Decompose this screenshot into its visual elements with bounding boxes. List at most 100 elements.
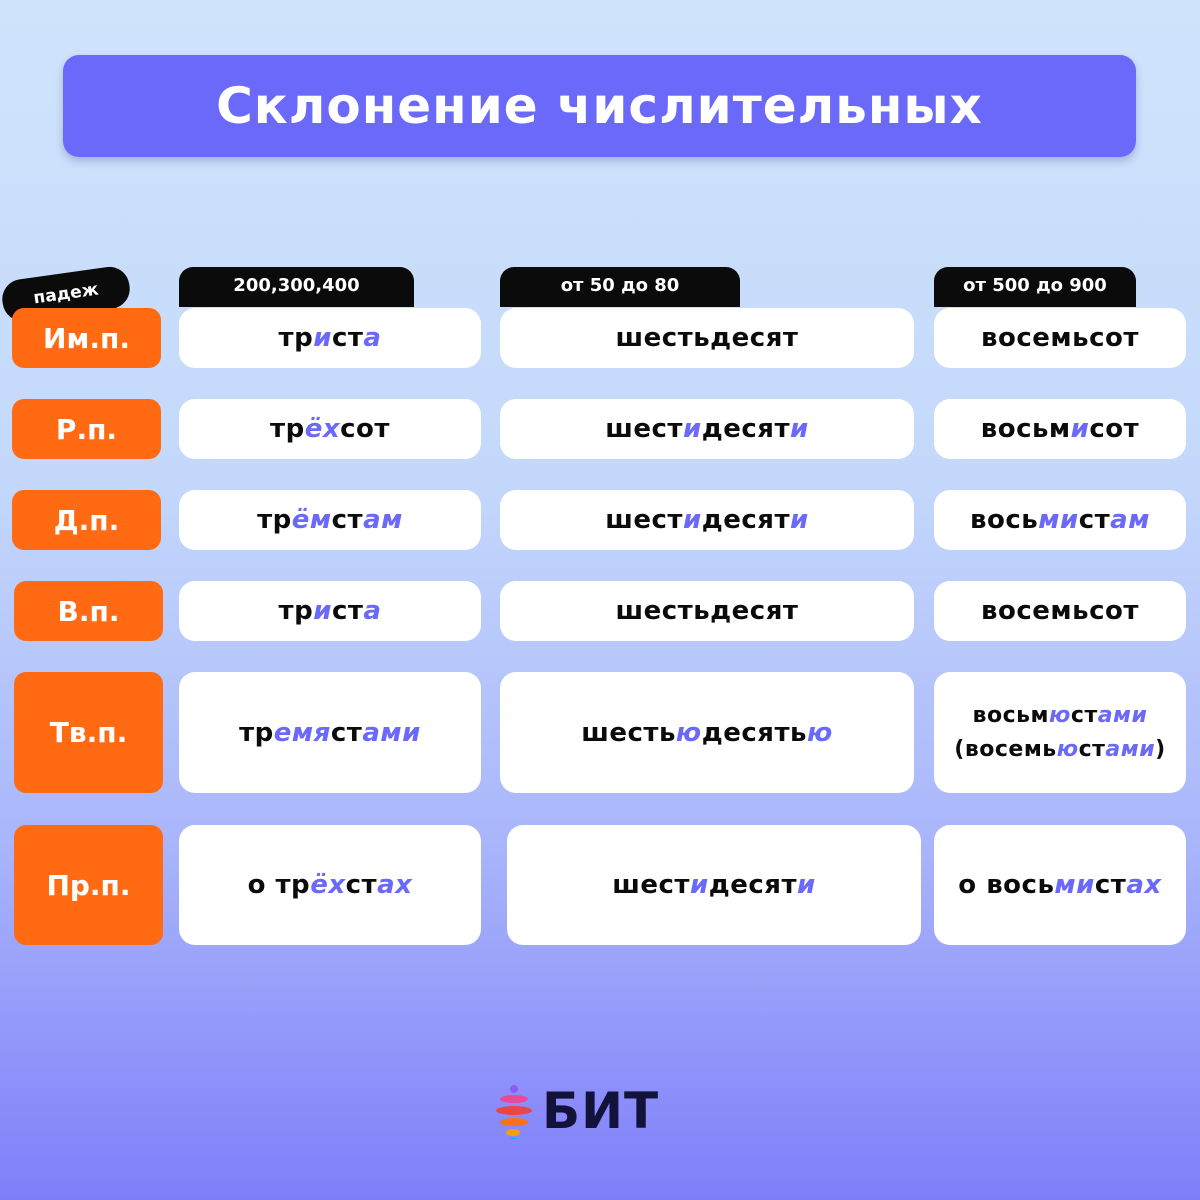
word-ending-highlight: ём <box>291 505 332 535</box>
table-cell: восемьсот <box>934 581 1186 641</box>
column-header-50-80: от 50 до 80 <box>500 267 740 307</box>
case-label: Д.п. <box>12 490 161 550</box>
word-stem: ст <box>331 596 364 626</box>
word-stem: ст <box>1094 870 1127 900</box>
word-ending-highlight: ю <box>806 717 833 748</box>
table-cell: восемьсот <box>934 308 1186 368</box>
column-header-500-900: от 500 до 900 <box>934 267 1136 307</box>
bit-logo: БИТ <box>496 1082 659 1140</box>
word-ending-highlight: и <box>313 596 332 626</box>
word-stem: десят <box>708 870 798 900</box>
case-label: Им.п. <box>12 308 161 368</box>
word-stem: шест <box>605 414 683 444</box>
word-ending-highlight: и <box>790 414 809 444</box>
case-label: Пр.п. <box>14 825 163 945</box>
cell-line: (восемьюстами) <box>954 733 1165 767</box>
word-stem: тр <box>257 505 292 535</box>
logo-dot <box>510 1085 518 1093</box>
word-stem: о вось <box>958 870 1055 900</box>
word-ending-highlight: и <box>682 414 702 444</box>
word-stem: тр <box>239 717 274 748</box>
word-ending-highlight: и <box>689 870 709 900</box>
table-cell: восьмюстами (восемьюстами) <box>934 672 1186 793</box>
word-ending-highlight: ами <box>362 717 421 748</box>
word-stem: ст <box>331 323 364 353</box>
word-ending-highlight: ами <box>1097 702 1148 728</box>
word-ending-highlight: ам <box>1110 505 1150 535</box>
cell-line: восьмюстами <box>973 699 1148 733</box>
word-ending-highlight: емя <box>273 717 331 748</box>
word-ending-highlight: ёх <box>304 414 341 444</box>
table-cell: шестьдесят <box>500 581 914 641</box>
word-stem: ст <box>331 505 364 535</box>
word-ending-highlight: ю <box>675 717 702 748</box>
word-ending-highlight: ам <box>363 505 403 535</box>
word-stem: шест <box>605 505 683 535</box>
word-stem: шестьдесят <box>615 323 799 353</box>
case-label: Р.п. <box>12 399 161 459</box>
word-stem: десять <box>701 717 807 748</box>
word-stem: ст <box>1070 702 1098 728</box>
word-stem: шест <box>612 870 690 900</box>
case-label: В.п. <box>14 581 163 641</box>
word-ending-highlight: и <box>797 870 816 900</box>
logo-dot <box>500 1095 528 1103</box>
word-ending-highlight: ми <box>1054 870 1095 900</box>
logo-dot <box>500 1118 528 1126</box>
word-stem: десят <box>701 505 791 535</box>
word-ending-highlight: и <box>313 323 332 353</box>
word-ending-highlight: ю <box>1049 702 1071 728</box>
word-stem: шестьдесят <box>615 596 799 626</box>
logo-text: БИТ <box>542 1082 660 1140</box>
table-cell: шестьдесят <box>500 308 914 368</box>
word-stem: сот <box>1089 414 1140 444</box>
bit-logo-icon <box>496 1083 532 1139</box>
word-stem: вось <box>970 505 1039 535</box>
word-ending-highlight: а <box>363 323 382 353</box>
word-ending-highlight: ми <box>1038 505 1079 535</box>
word-stem: восемьсот <box>981 596 1139 626</box>
word-ending-highlight: и <box>682 505 702 535</box>
word-stem: тр <box>278 596 314 626</box>
logo-dot <box>496 1106 532 1115</box>
word-stem: сот <box>340 414 390 444</box>
word-stem: о тр <box>247 870 311 900</box>
word-ending-highlight: ах <box>377 870 413 900</box>
word-ending-highlight: ами <box>1105 736 1156 762</box>
word-stem: восьм <box>972 702 1050 728</box>
word-stem: восьм <box>980 414 1071 444</box>
page-title: Склонение числительных <box>63 55 1136 157</box>
word-stem: ст <box>1078 736 1106 762</box>
word-stem: ст <box>1078 505 1111 535</box>
word-stem: шесть <box>581 717 676 748</box>
word-stem: (восемь <box>954 736 1057 762</box>
word-stem: тр <box>270 414 305 444</box>
column-header-200-400: 200,300,400 <box>179 267 414 307</box>
case-label: Тв.п. <box>14 672 163 793</box>
word-ending-highlight: и <box>1070 414 1090 444</box>
word-stem: ) <box>1155 736 1166 762</box>
logo-dot <box>506 1129 520 1136</box>
word-stem: десят <box>701 414 791 444</box>
word-ending-highlight: ю <box>1056 736 1079 762</box>
word-ending-highlight: ёх <box>310 870 346 900</box>
word-stem: ст <box>330 717 363 748</box>
word-ending-highlight: ах <box>1126 870 1162 900</box>
word-stem: ст <box>345 870 378 900</box>
word-ending-highlight: и <box>790 505 809 535</box>
word-ending-highlight: а <box>363 596 382 626</box>
logo-dot <box>510 1138 517 1139</box>
